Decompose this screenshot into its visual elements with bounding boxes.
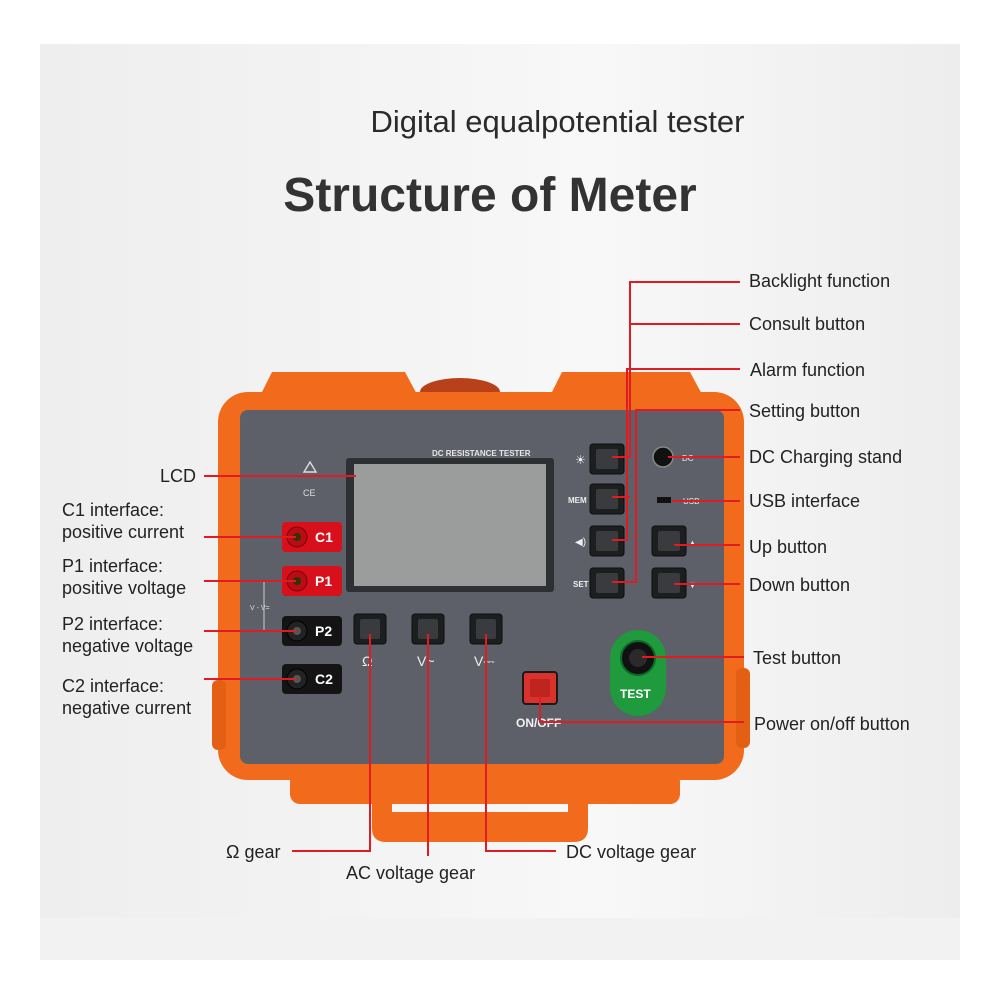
background-floor: [40, 918, 960, 960]
callout-power: Power on/off button: [754, 714, 910, 734]
p1-label: P1: [315, 573, 332, 589]
callout-consult: Consult button: [749, 314, 866, 334]
callout-alarm: Alarm function: [750, 360, 866, 380]
case-side-left: [212, 680, 226, 750]
callout-dc-gear: DC voltage gear: [566, 842, 697, 862]
p2-label: P2: [315, 623, 332, 639]
callout-usb: USB interface: [749, 491, 861, 511]
leader-power: [539, 696, 744, 723]
leader-ohm: [292, 634, 371, 852]
callout-p2-line2: negative voltage: [62, 636, 194, 656]
usb-port[interactable]: [657, 497, 671, 503]
callout-p2-line1: P2 interface:: [62, 614, 164, 634]
callout-test: Test button: [753, 648, 842, 668]
set-key-label: SET: [573, 580, 589, 589]
c2-label: C2: [315, 671, 333, 687]
diagram-subtitle: Digital equalpotential tester: [370, 104, 745, 139]
ohm-key-label: Ω: [362, 653, 372, 669]
callout-dc-charging: DC Charging stand: [749, 447, 903, 467]
callout-down: Down button: [749, 575, 851, 595]
up-arrow-icon: ▲: [688, 538, 697, 548]
brand-label: DC RESISTANCE TESTER: [432, 449, 531, 458]
callout-setting: Setting button: [749, 401, 861, 421]
vac-key-label: V~: [417, 653, 435, 669]
vdc-key-label: V⎓: [474, 653, 495, 669]
leader-alarm: [612, 368, 740, 541]
callout-p1-line1: P1 interface:: [62, 556, 164, 576]
c1-label: C1: [315, 529, 333, 545]
callout-p1-line2: positive voltage: [62, 578, 187, 598]
callout-c1-line1: C1 interface:: [62, 500, 165, 520]
callout-ac-gear: AC voltage gear: [346, 863, 476, 883]
callout-c1-line2: positive current: [62, 522, 185, 542]
callout-up: Up button: [749, 537, 828, 557]
leader-dcv: [485, 634, 556, 852]
callout-lcd: LCD: [160, 466, 197, 486]
onoff-key-label: ON/OFF: [516, 716, 561, 730]
speaker-icon: ◀): [575, 537, 586, 548]
callout-ohm-gear: Ω gear: [226, 842, 281, 862]
case-side-right: [736, 668, 750, 748]
warning-icon: [302, 460, 318, 473]
sun-icon: ☀: [575, 453, 586, 467]
callout-c2-line2: negative current: [62, 698, 192, 718]
mem-key-label: MEM: [568, 496, 587, 505]
leader-setting: [612, 409, 740, 583]
callout-backlight: Backlight function: [749, 271, 891, 291]
lcd-screen: [354, 464, 546, 586]
case-handle: [372, 770, 588, 842]
ce-mark: CE: [303, 488, 316, 498]
callout-c2-line1: C2 interface:: [62, 676, 165, 696]
test-key-label: TEST: [620, 687, 651, 701]
diagram-title: Structure of Meter: [283, 169, 697, 222]
vv-mark: V - V=: [250, 605, 270, 612]
dc-port-label: DC: [682, 454, 694, 463]
